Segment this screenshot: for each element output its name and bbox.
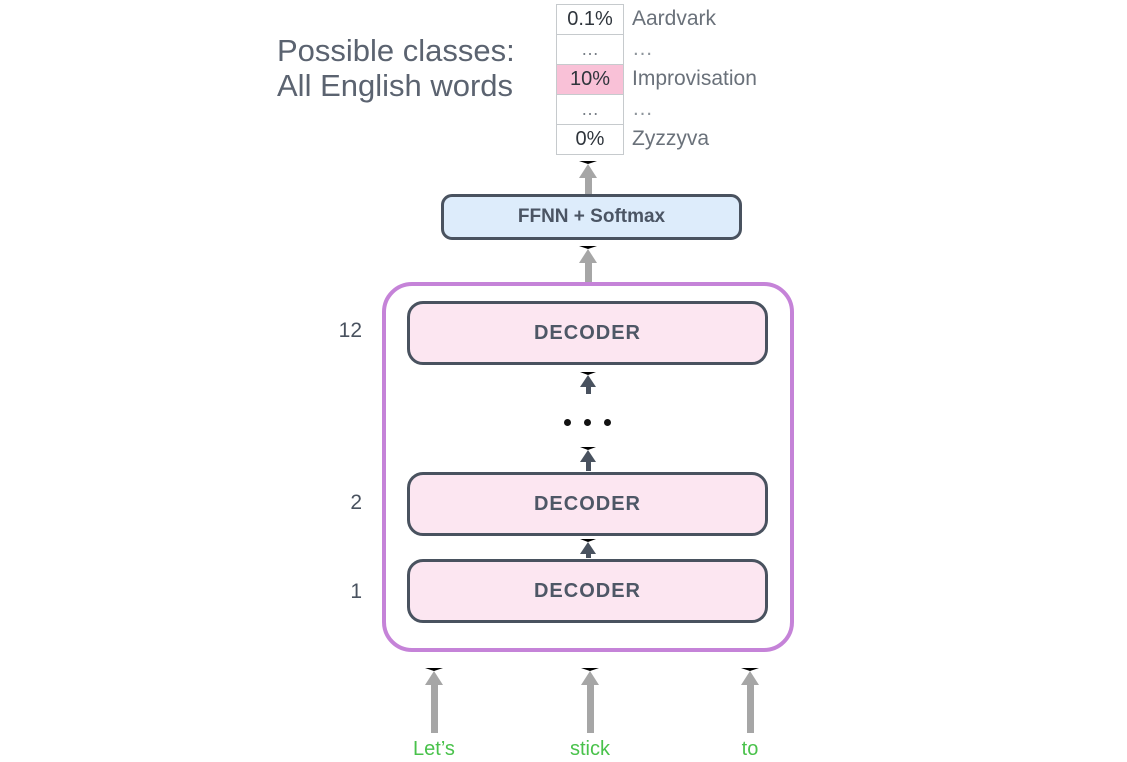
table-row: 0% xyxy=(556,124,624,155)
arrow-head xyxy=(580,447,596,462)
word-label-ellipsis: … xyxy=(632,37,653,60)
arrow-stem xyxy=(430,685,438,733)
arrow-head xyxy=(741,668,759,685)
arrow-head xyxy=(581,668,599,685)
prob-cell: 0% xyxy=(556,124,624,155)
up-arrow-icon xyxy=(741,668,759,733)
dot xyxy=(564,419,571,426)
input-token-lets: Let’s xyxy=(413,738,455,760)
table-row: 0.1% xyxy=(556,4,624,35)
up-arrow-icon xyxy=(580,539,596,558)
possible-classes-note: Possible classes: All English words xyxy=(277,33,515,103)
arrow-head xyxy=(425,668,443,685)
up-arrow-icon xyxy=(580,372,596,394)
arrow-head xyxy=(580,372,596,387)
ffnn-softmax-label: FFNN + Softmax xyxy=(517,206,666,227)
possible-classes-line2: All English words xyxy=(277,68,514,103)
layer-number-12: 12 xyxy=(338,319,362,342)
probability-table: 0.1% … 10% … 0% xyxy=(556,4,624,155)
decoder-box-2: DECODER xyxy=(407,472,768,536)
arrow-stem xyxy=(585,387,591,394)
decoder-label: DECODER xyxy=(533,492,641,515)
input-token-stick: stick xyxy=(570,738,610,760)
arrow-head xyxy=(580,539,596,554)
ffnn-softmax-box: FFNN + Softmax xyxy=(441,194,742,240)
prob-cell-ellipsis: … xyxy=(556,94,624,125)
decoder-box-12: DECODER xyxy=(407,301,768,365)
word-label: Improvisation xyxy=(632,67,757,90)
arrow-stem xyxy=(585,462,591,471)
decoder-label: DECODER xyxy=(533,579,641,602)
dot xyxy=(584,419,591,426)
table-row: … xyxy=(556,34,624,65)
up-arrow-icon xyxy=(579,246,597,282)
word-label: Aardvark xyxy=(632,7,717,30)
arrow-head xyxy=(579,246,597,263)
arrow-stem xyxy=(746,685,754,733)
word-label-column: Aardvark … Improvisation … Zyzzyva xyxy=(632,4,757,154)
arrow-head xyxy=(579,161,597,178)
up-arrow-icon xyxy=(581,668,599,733)
word-label: Zyzzyva xyxy=(632,127,710,150)
arrow-stem xyxy=(586,685,594,733)
dot xyxy=(604,419,611,426)
possible-classes-line1: Possible classes: xyxy=(277,33,515,68)
arrow-stem xyxy=(584,178,592,198)
prob-cell-ellipsis: … xyxy=(556,34,624,65)
table-row: 10% xyxy=(556,64,624,95)
up-arrow-icon xyxy=(425,668,443,733)
layer-number-2: 2 xyxy=(350,491,362,514)
arrow-stem xyxy=(584,263,592,282)
layer-number-1: 1 xyxy=(350,580,362,603)
up-arrow-icon xyxy=(580,447,596,471)
ellipsis-icon xyxy=(564,419,611,426)
up-arrow-icon xyxy=(579,161,597,198)
prob-cell: 0.1% xyxy=(556,4,624,35)
word-label-ellipsis: … xyxy=(632,97,653,120)
arrow-stem xyxy=(585,554,591,558)
prob-cell-highlighted: 10% xyxy=(556,64,624,95)
input-token-to: to xyxy=(741,738,759,760)
decoder-label: DECODER xyxy=(533,321,641,344)
decoder-box-1: DECODER xyxy=(407,559,768,623)
table-row: … xyxy=(556,94,624,125)
